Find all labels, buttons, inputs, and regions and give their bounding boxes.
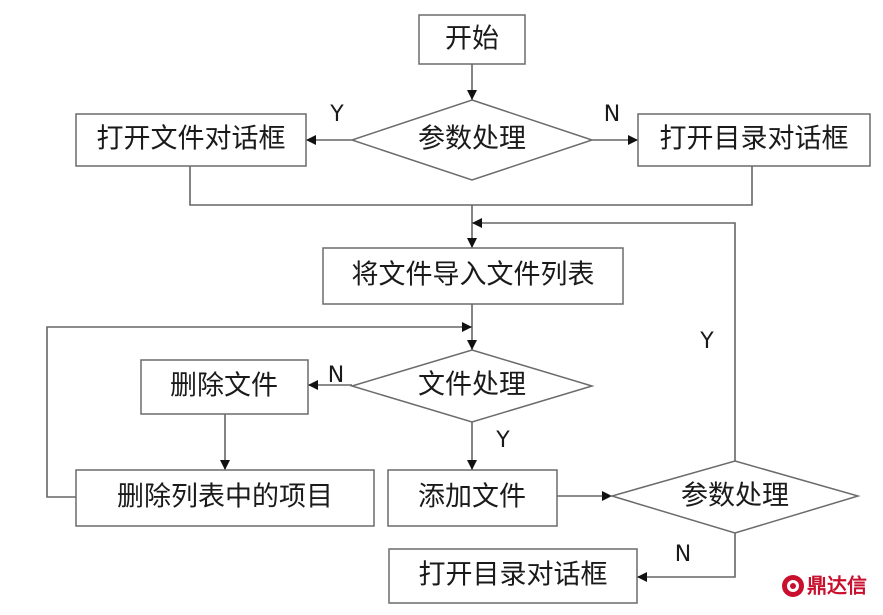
branch-mark-n-file: N xyxy=(328,363,344,388)
branch-mark-n-bottom: N xyxy=(675,542,691,567)
node-decision-params-bottom-label: 参数处理 xyxy=(681,481,789,512)
node-add-file-label: 添加文件 xyxy=(418,482,526,513)
node-delete-list-items-label: 删除列表中的项目 xyxy=(117,482,333,513)
node-decision-params-bottom: 参数处理 xyxy=(609,460,861,534)
branch-mark-n-right: N xyxy=(604,102,620,127)
merge-line-top xyxy=(189,166,753,206)
node-import-files-label: 将文件导入文件列表 xyxy=(352,260,595,291)
arrow-bottom-decision-to-open-dir-dialog xyxy=(637,533,736,582)
node-decision-file-label: 文件处理 xyxy=(418,370,526,401)
node-open-dir-dialog-bottom: 打开目录对话框 xyxy=(388,548,638,604)
branch-mark-y-file: Y xyxy=(495,428,510,453)
node-decision-params: 参数处理 xyxy=(349,99,595,181)
loop-back-from-bottom-decision xyxy=(472,218,736,461)
watermark-logo: 鼎达信 xyxy=(782,574,867,598)
node-import-files: 将文件导入文件列表 xyxy=(322,247,624,305)
connectors xyxy=(46,64,753,582)
node-start-label: 开始 xyxy=(445,24,499,55)
node-delete-file: 删除文件 xyxy=(140,359,309,415)
loop-back-from-delete-list xyxy=(46,322,472,498)
node-add-file: 添加文件 xyxy=(387,469,558,527)
node-open-dir-dialog-top: 打开目录对话框 xyxy=(637,113,871,167)
node-delete-file-label: 删除文件 xyxy=(170,371,278,402)
node-open-file-dialog-label: 打开文件对话框 xyxy=(97,124,286,155)
node-open-dir-dialog-top-label: 打开目录对话框 xyxy=(660,124,849,155)
node-decision-file: 文件处理 xyxy=(349,349,595,423)
branch-mark-y-loop: Y xyxy=(699,329,714,354)
watermark-text: 鼎达信 xyxy=(807,574,867,598)
node-start: 开始 xyxy=(418,14,526,65)
branch-mark-y-left: Y xyxy=(329,102,344,127)
node-decision-params-label: 参数处理 xyxy=(418,124,526,155)
node-open-dir-dialog-bottom-label: 打开目录对话框 xyxy=(419,560,608,591)
node-open-file-dialog: 打开文件对话框 xyxy=(75,113,307,167)
node-delete-list-items: 删除列表中的项目 xyxy=(75,469,375,527)
